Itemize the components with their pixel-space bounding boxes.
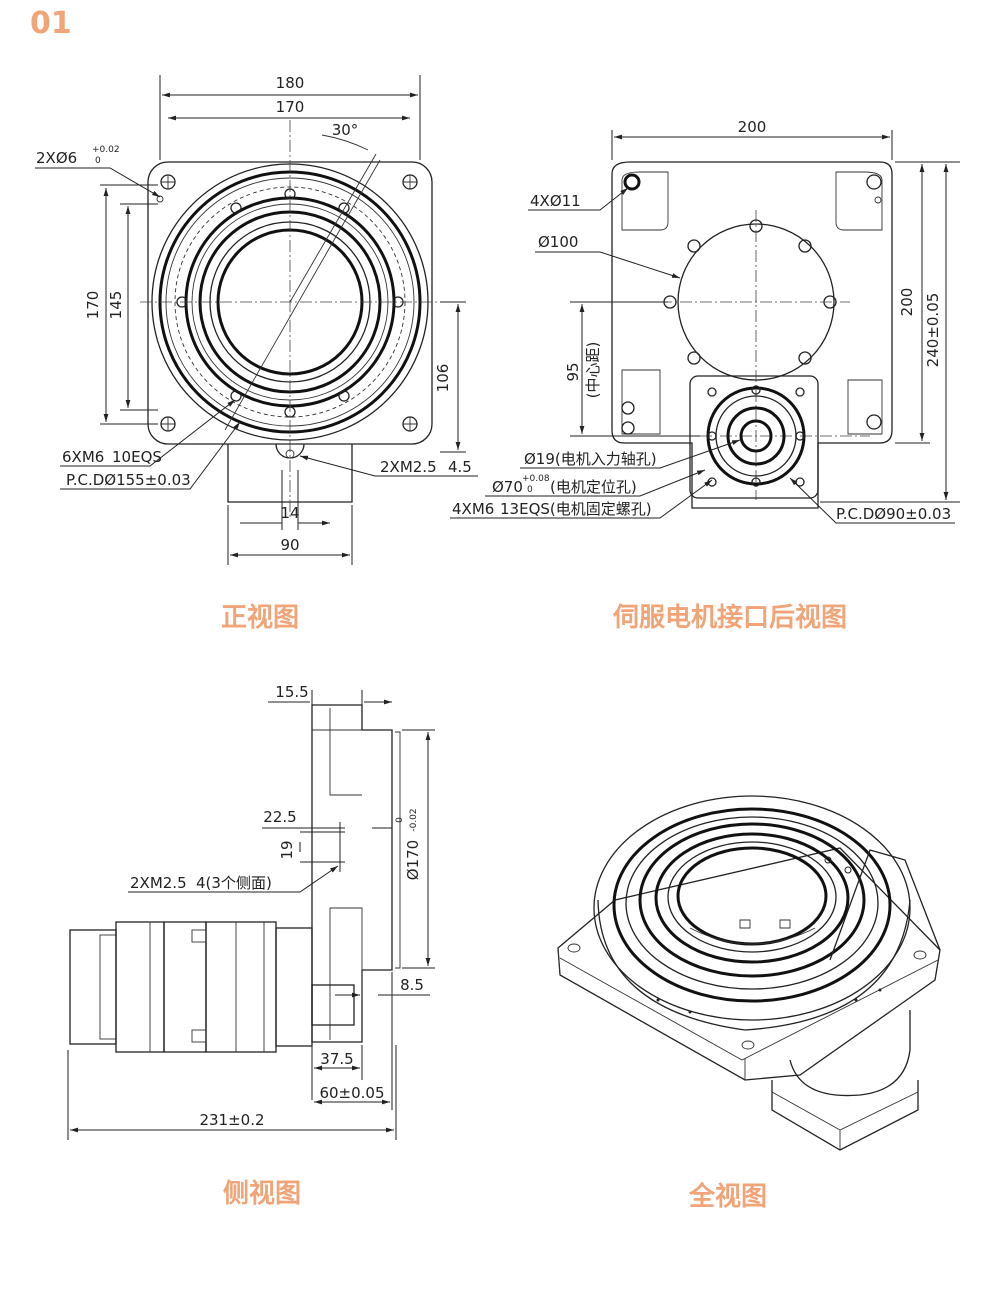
iso-motor-adapter bbox=[789, 1010, 911, 1097]
front-side-thread-depth: 4.5 bbox=[448, 458, 472, 476]
dim-14: 14 bbox=[280, 504, 299, 522]
side-motor-rear-cap bbox=[69, 929, 117, 1045]
caption-iso: 全视图 bbox=[688, 1181, 767, 1212]
front-hole-tol-upper: +0.02 bbox=[92, 145, 120, 155]
rear-locate-hole: Ø70 bbox=[492, 478, 523, 496]
dim-180: 180 bbox=[276, 74, 305, 92]
iso-view bbox=[557, 795, 941, 1151]
side-dim-231: 231±0.2 bbox=[199, 1111, 264, 1129]
dim-106: 106 bbox=[434, 364, 452, 393]
rear-locate-note: (电机定位孔) bbox=[550, 478, 637, 496]
rear-shaft-hole-label: Ø19(电机入力轴孔) bbox=[524, 450, 657, 468]
rear-motor-interface bbox=[689, 375, 819, 499]
angle-30: 30° bbox=[332, 121, 359, 139]
rear-locate-tol-lower: 0 bbox=[527, 485, 533, 495]
dim-170-top: 170 bbox=[276, 98, 305, 116]
iso-bore bbox=[676, 846, 828, 946]
front-thread-depth: 10EQS bbox=[112, 448, 162, 466]
rear-hole-spec: 4XØ11 bbox=[530, 192, 581, 210]
side-motor-body-c bbox=[205, 921, 277, 1053]
side-dia-tol-lower: -0.02 bbox=[409, 808, 419, 831]
rear-dim-200-top: 200 bbox=[738, 118, 767, 136]
side-motor-body-a bbox=[115, 921, 165, 1053]
dim-170-left: 170 bbox=[84, 291, 102, 320]
side-dim-37-5: 37.5 bbox=[320, 1050, 353, 1068]
front-side-thread: 2XM2.5 bbox=[380, 458, 437, 476]
side-dia-tol-upper: 0 bbox=[395, 817, 405, 823]
dim-90: 90 bbox=[280, 536, 299, 554]
side-dim-60: 60±0.05 bbox=[319, 1084, 384, 1102]
rear-dim-200-right: 200 bbox=[898, 288, 916, 317]
side-thread: 2XM2.5 bbox=[130, 874, 187, 892]
side-dim-22-5: 22.5 bbox=[263, 808, 296, 826]
front-angle-line bbox=[224, 159, 381, 431]
side-dim-8-5: 8.5 bbox=[400, 976, 424, 994]
rear-screw-spec: 4XM6 bbox=[452, 500, 494, 518]
rear-shaft-hole bbox=[739, 419, 773, 453]
rear-motor-screws bbox=[707, 385, 805, 487]
iso-outer-ring bbox=[593, 795, 911, 1021]
dim-145: 145 bbox=[107, 291, 125, 320]
iso-base-plate bbox=[557, 847, 941, 1081]
front-bottom-tab bbox=[227, 444, 353, 503]
front-pcd: P.C.DØ155±0.03 bbox=[66, 471, 191, 489]
rear-screw-depth: 13EQS(电机固定螺孔) bbox=[500, 500, 652, 518]
side-dim-19: 19 bbox=[278, 840, 296, 859]
side-motor-body-b bbox=[163, 921, 207, 1053]
front-hole-spec: 2XØ6 bbox=[36, 149, 77, 167]
rear-dim-95: 95 bbox=[564, 362, 582, 381]
rear-corner-holes bbox=[621, 173, 882, 435]
front-view: 180 170 30° 2XØ6 +0.02 0 170 145 106 6XM… bbox=[35, 74, 478, 565]
side-flange bbox=[311, 704, 393, 1043]
side-thread-depth: 4(3个侧面) bbox=[196, 874, 272, 892]
side-adapter bbox=[275, 927, 313, 1047]
locating-pin-hole bbox=[156, 195, 164, 203]
side-view: 15.5 22.5 19 2XM2.5 4(3个侧面) Ø170 0 -0.02… bbox=[67, 683, 435, 1140]
front-thread-spec: 6XM6 bbox=[62, 448, 104, 466]
front-hole-tol-lower: 0 bbox=[95, 156, 101, 166]
rear-dim-95-note: (中心距) bbox=[584, 342, 602, 399]
rear-pcd: P.C.DØ90±0.03 bbox=[836, 505, 951, 523]
iso-motor-body bbox=[771, 1080, 919, 1151]
side-dia-170: Ø170 bbox=[404, 840, 422, 880]
rear-dia-100: Ø100 bbox=[538, 233, 578, 251]
rear-view: 200 4XØ11 Ø100 95 (中心距) 200 240±0.05 Ø19… bbox=[450, 118, 960, 524]
rear-plate-outline bbox=[611, 161, 893, 509]
side-dim-15-5: 15.5 bbox=[275, 683, 308, 701]
page-number: 01 bbox=[30, 6, 72, 41]
caption-side: 侧视图 bbox=[223, 1179, 301, 1209]
rear-dim-240: 240±0.05 bbox=[924, 293, 942, 368]
caption-front: 正视图 bbox=[221, 603, 299, 633]
rear-locate-tol-upper: +0.08 bbox=[522, 474, 550, 484]
front-corner-holes bbox=[156, 174, 418, 432]
caption-rear: 伺服电机接口后视图 bbox=[612, 603, 847, 633]
